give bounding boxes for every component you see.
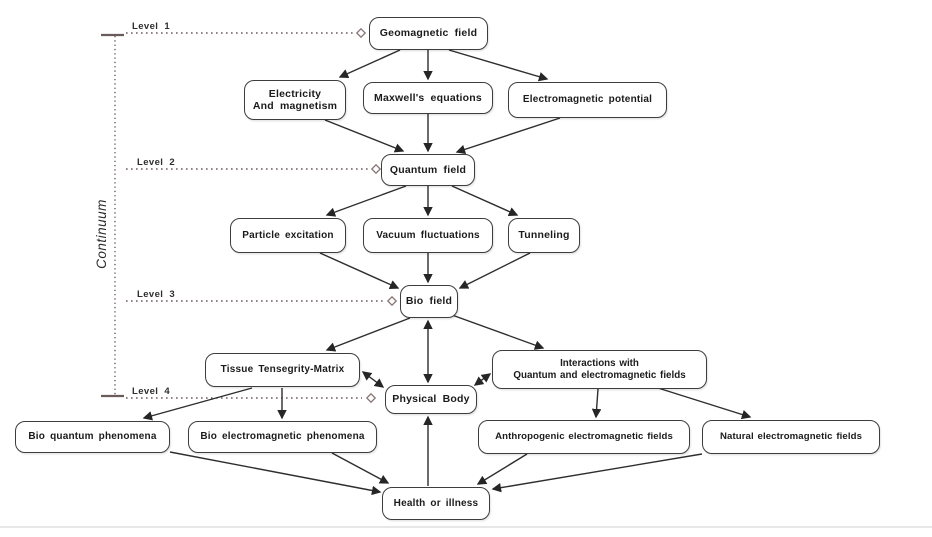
node-label-line: Quantum and electromagnetic fields bbox=[513, 369, 686, 381]
node-bio-electromagnetic-phenomena: Bio electromagnetic phenomena bbox=[188, 421, 377, 453]
arrow-em-potential-to-quantum bbox=[455, 117, 561, 154]
arrow-biofield-to-interactions bbox=[451, 314, 545, 350]
arrow-interactions-to-natural bbox=[657, 387, 752, 420]
level-3-diamond bbox=[386, 295, 398, 307]
node-anthropogenic-electromagnetic-fields: Anthropogenic electromagnetic fields bbox=[478, 420, 690, 454]
node-health-or-illness: Health or illness bbox=[382, 487, 490, 520]
node-particle-excitation: Particle excitation bbox=[230, 218, 346, 253]
node-tunneling: Tunneling bbox=[508, 218, 580, 253]
node-bio-quantum-phenomena: Bio quantum phenomena bbox=[15, 421, 170, 453]
arrow-tissue-to-bioquantum bbox=[142, 387, 253, 421]
arrow-anthropogenic-to-health bbox=[476, 453, 528, 485]
node-geomagnetic-field: Geomagnetic field bbox=[369, 17, 488, 50]
arrow-physical-interactions-double bbox=[473, 373, 492, 386]
arrow-bioelectro-to-health bbox=[331, 452, 390, 484]
arrow-electricity-to-quantum bbox=[324, 119, 405, 153]
arrow-quantum-to-tunneling bbox=[451, 185, 519, 217]
level-1-label: Level 1 bbox=[132, 21, 171, 32]
arrows bbox=[142, 49, 752, 496]
node-electricity-and-magnetism: Electricity And magnetism bbox=[244, 80, 346, 120]
node-label-line: Electricity bbox=[268, 87, 322, 100]
level-4-label: Level 4 bbox=[132, 386, 171, 397]
level-1-diamond bbox=[355, 27, 367, 39]
level-3-label: Level 3 bbox=[137, 289, 176, 300]
arrow-bioquantum-to-health bbox=[169, 451, 382, 496]
node-label-line: And magnetism bbox=[252, 100, 338, 112]
arrow-particle-to-biofield bbox=[319, 252, 400, 290]
continuum-bracket bbox=[101, 33, 124, 398]
node-interactions-with-quantum-and-em-fields: Interactions with Quantum and electromag… bbox=[492, 350, 707, 389]
level-diamond-markers bbox=[355, 27, 398, 404]
arrow-quantum-to-particle bbox=[325, 185, 407, 217]
node-maxwells-equations: Maxwell's equations bbox=[363, 82, 493, 114]
node-physical-body: Physical Body bbox=[385, 385, 477, 414]
level-2-diamond bbox=[370, 163, 382, 175]
arrow-tunneling-to-biofield bbox=[458, 252, 531, 289]
arrow-geomagnetic-to-electricity bbox=[338, 49, 401, 79]
arrow-interactions-to-anthropogenic bbox=[591, 388, 602, 419]
continuum-label: Continuum bbox=[94, 199, 109, 269]
bottom-divider bbox=[0, 526, 932, 528]
node-quantum-field: Quantum field bbox=[381, 154, 475, 186]
level-4-diamond bbox=[365, 392, 377, 404]
node-natural-electromagnetic-fields: Natural electromagnetic fields bbox=[702, 420, 880, 454]
node-tissue-tensegrity-matrix: Tissue Tensegrity-Matrix bbox=[205, 353, 360, 387]
node-bio-field: Bio field bbox=[400, 285, 458, 318]
arrow-geomagnetic-to-em-potential bbox=[448, 49, 549, 82]
arrow-biofield-to-tissue bbox=[325, 317, 411, 352]
arrow-natural-to-health bbox=[491, 453, 703, 493]
node-electromagnetic-potential: Electromagnetic potential bbox=[508, 82, 667, 118]
level-leader-lines bbox=[126, 32, 384, 399]
node-vacuum-fluctuations: Vacuum fluctuations bbox=[363, 218, 493, 253]
level-2-label: Level 2 bbox=[137, 157, 176, 168]
arrow-tissue-physical-double bbox=[361, 371, 385, 388]
node-label-line: Interactions with bbox=[560, 357, 639, 369]
